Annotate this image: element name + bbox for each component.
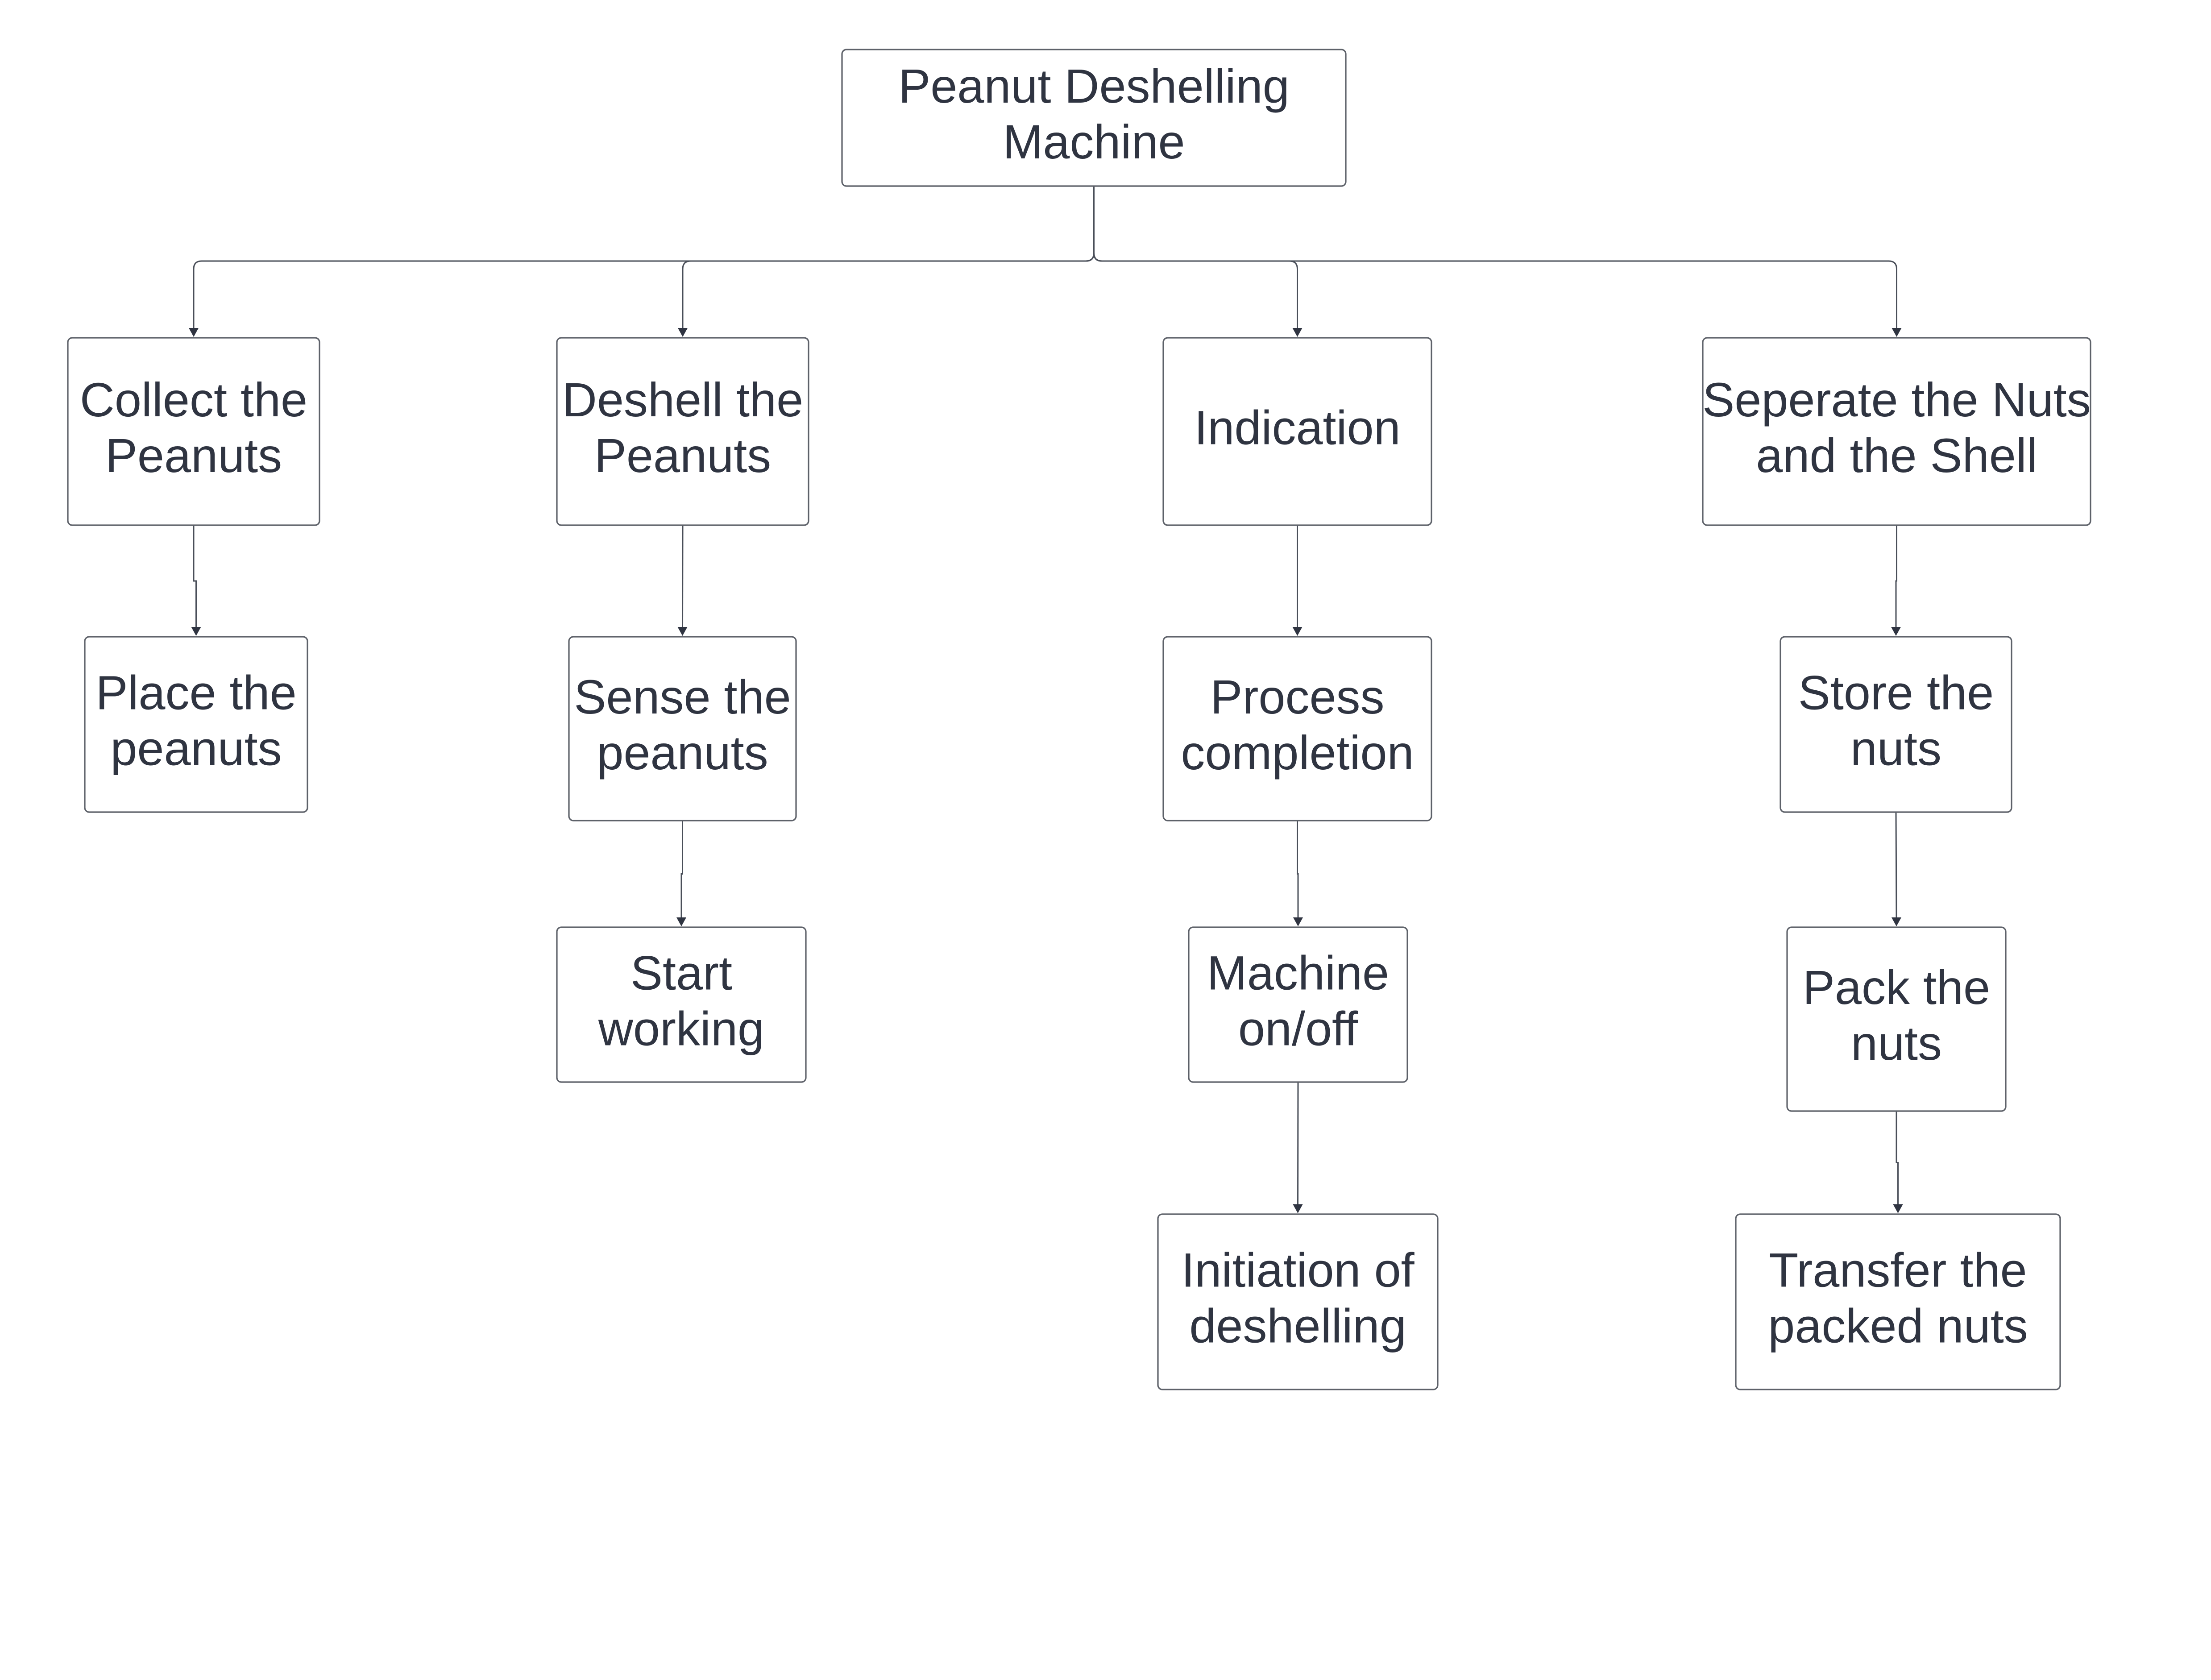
node-box[interactable] xyxy=(568,636,797,821)
node-box[interactable] xyxy=(84,636,308,813)
node-box[interactable] xyxy=(1162,636,1432,821)
connector-line xyxy=(1895,525,1897,627)
node-label-line: packed nuts xyxy=(1768,1299,2028,1353)
arrow-head xyxy=(677,627,688,636)
arrow-head xyxy=(189,328,199,337)
connector-sense-to-start xyxy=(676,821,686,926)
arrow-head xyxy=(676,917,686,926)
connector-pack-to-transfer xyxy=(1893,1111,1903,1213)
node-label-line: Machine xyxy=(1207,946,1389,1000)
node-box[interactable] xyxy=(1157,1213,1439,1390)
connector-line xyxy=(682,186,1095,328)
node-label-line: Peanuts xyxy=(594,428,771,482)
connector-line xyxy=(1093,186,1897,328)
connector-collect-to-place xyxy=(191,525,201,636)
node-label-line: nuts xyxy=(1850,722,1941,776)
node-box[interactable] xyxy=(1188,926,1408,1083)
connector-store-to-pack xyxy=(1892,812,1901,926)
connector-indication-to-process xyxy=(1292,525,1303,636)
arrow-head xyxy=(191,627,201,636)
connector-line xyxy=(193,186,1095,328)
arrow-head xyxy=(1293,1204,1303,1213)
connector-line xyxy=(680,821,683,917)
node-label-line: deshelling xyxy=(1189,1299,1406,1353)
arrow-head xyxy=(1292,627,1303,636)
arrow-head xyxy=(1293,917,1303,926)
node-label-line: Seperate the Nuts xyxy=(1702,373,2091,427)
node-label-line: completion xyxy=(1181,726,1414,780)
node-indication[interactable]: Indication xyxy=(1162,337,1432,526)
node-box[interactable] xyxy=(67,337,320,526)
arrow-head xyxy=(1292,328,1303,337)
node-label-line: working xyxy=(598,1002,764,1056)
node-box[interactable] xyxy=(1702,337,2091,526)
arrow-head xyxy=(1892,328,1902,337)
connectors-layer xyxy=(189,186,1903,1213)
connector-line xyxy=(1093,186,1298,328)
connector-machine-to-initiation xyxy=(1293,1082,1303,1213)
node-label-line: Initiation of xyxy=(1181,1243,1415,1297)
connector-deshell-to-sense xyxy=(677,525,688,636)
connector-line xyxy=(193,525,197,627)
node-label-line: Collect the xyxy=(80,373,307,427)
connector-root-to-separate xyxy=(1093,186,1902,337)
node-label-line: on/off xyxy=(1238,1002,1358,1056)
node-box[interactable] xyxy=(1786,926,2007,1112)
node-label-line: Process xyxy=(1210,670,1384,724)
node-label-line: Peanut Deshelling xyxy=(898,59,1290,113)
connector-process-to-machine xyxy=(1293,821,1303,926)
node-label-line: Place the xyxy=(95,666,296,720)
node-label-line: Sense the xyxy=(574,670,791,724)
node-label-line: Indication xyxy=(1194,401,1400,455)
connector-line xyxy=(1896,1111,1899,1204)
arrow-head xyxy=(1893,1204,1903,1213)
arrow-head xyxy=(1892,917,1901,926)
node-label-line: peanuts xyxy=(597,726,768,780)
node-box[interactable] xyxy=(1162,337,1432,526)
connector-separate-to-store xyxy=(1891,525,1901,636)
node-label-line: peanuts xyxy=(110,722,282,776)
node-box[interactable] xyxy=(1735,1213,2061,1390)
node-label-line: Pack the xyxy=(1803,960,1990,1014)
node-box[interactable] xyxy=(556,926,807,1083)
node-box[interactable] xyxy=(556,337,809,526)
node-box[interactable] xyxy=(841,49,1347,187)
node-box[interactable] xyxy=(1780,636,2012,813)
arrow-head xyxy=(678,328,688,337)
node-label-line: and the Shell xyxy=(1756,428,2037,482)
node-label-line: Store the xyxy=(1798,666,1994,720)
node-label-line: Start xyxy=(631,946,732,1000)
node-label-line: Machine xyxy=(1003,115,1185,169)
node-label-line: Deshell the xyxy=(562,373,803,427)
node-label-line: Peanuts xyxy=(105,428,282,482)
arrow-head xyxy=(1891,627,1901,636)
node-label-line: nuts xyxy=(1851,1016,1942,1070)
node-label-line: Transfer the xyxy=(1769,1243,2027,1297)
connector-root-to-deshell xyxy=(678,186,1095,337)
